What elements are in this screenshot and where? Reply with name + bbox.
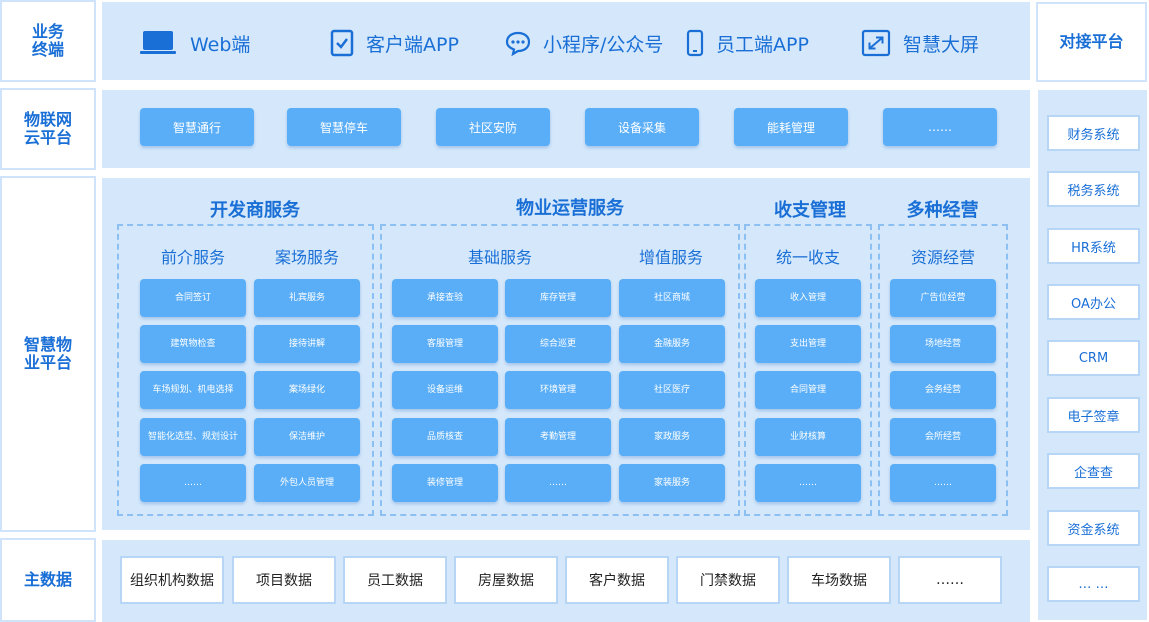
terminal-miniprogram-label: 小程序/公众号 — [543, 33, 664, 56]
unified-cell[interactable]: …… — [755, 464, 861, 502]
iot-item-smart-access[interactable]: 智慧通行 — [140, 108, 254, 146]
site-cell[interactable]: 接待讲解 — [254, 325, 360, 363]
developer-group — [117, 224, 374, 516]
dock-item[interactable]: 资金系统 — [1047, 510, 1140, 546]
terminal-big-screen-label: 智慧大屏 — [903, 33, 980, 56]
front-cell[interactable]: 智能化选型、规划设计 — [140, 418, 246, 456]
value-cell[interactable]: 家装服务 — [619, 464, 725, 502]
section-title-property: 物业运营服务 — [516, 198, 624, 219]
row-label-master-text: 主数据 — [23, 570, 72, 589]
basic-cell[interactable]: 综合巡更 — [505, 325, 611, 363]
unified-cell[interactable]: 收入管理 — [755, 279, 861, 317]
expand-icon — [861, 29, 891, 57]
terminal-miniprogram[interactable]: 小程序/公众号 — [505, 28, 663, 58]
tablet-icon — [330, 29, 354, 57]
site-cell[interactable]: 保洁维护 — [254, 418, 360, 456]
unified-cell[interactable]: 合同管理 — [755, 371, 861, 409]
terminal-client-app-label: 客户端APP — [366, 33, 459, 56]
sub-title-value: 增值服务 — [638, 248, 703, 267]
iot-panel — [102, 90, 1030, 168]
value-cell[interactable]: 社区医疗 — [619, 371, 725, 409]
row-label-smart: 智慧物 业平台 — [0, 176, 96, 532]
dock-item[interactable]: 电子签章 — [1047, 397, 1140, 433]
row-label-smart-text: 智慧物 业平台 — [23, 335, 72, 372]
basic-cell[interactable]: 装修管理 — [392, 464, 498, 502]
terminal-panel — [102, 2, 1030, 80]
unified-cell[interactable]: 支出管理 — [755, 325, 861, 363]
sub-title-basic: 基础服务 — [467, 248, 532, 267]
value-cell[interactable]: 家政服务 — [619, 418, 725, 456]
dock-title: 对接平台 — [1059, 32, 1124, 51]
property-group — [380, 224, 740, 516]
terminal-web[interactable]: Web端 — [138, 28, 250, 58]
dock-item[interactable]: 企查查 — [1047, 453, 1140, 489]
sub-title-site: 案场服务 — [274, 248, 339, 267]
master-data-item[interactable]: 组织机构数据 — [120, 556, 224, 604]
terminal-client-app[interactable]: 客户端APP — [330, 28, 459, 58]
terminal-big-screen[interactable]: 智慧大屏 — [861, 28, 979, 58]
chat-icon — [505, 31, 531, 56]
iot-item-more[interactable]: …… — [883, 108, 997, 146]
sub-title-front: 前介服务 — [160, 248, 225, 267]
front-cell[interactable]: 车场规划、机电选择 — [140, 371, 246, 409]
terminal-web-label: Web端 — [190, 33, 251, 56]
section-title-developer: 开发商服务 — [210, 200, 300, 221]
site-cell[interactable]: 礼宾服务 — [254, 279, 360, 317]
resource-cell[interactable]: …… — [890, 464, 996, 502]
value-cell[interactable]: 社区商城 — [619, 279, 725, 317]
laptop-icon — [140, 31, 176, 54]
basic-cell[interactable]: …… — [505, 464, 611, 502]
master-data-item[interactable]: 员工数据 — [343, 556, 447, 604]
value-cell[interactable]: 金融服务 — [619, 325, 725, 363]
sub-title-unified: 统一收支 — [775, 248, 840, 267]
section-title-finance: 收支管理 — [774, 200, 846, 221]
master-data-item[interactable]: 房屋数据 — [454, 556, 558, 604]
site-cell[interactable]: 外包人员管理 — [254, 464, 360, 502]
section-title-business: 多种经营 — [906, 200, 979, 221]
front-cell[interactable]: …… — [140, 464, 246, 502]
dock-item[interactable]: HR系统 — [1047, 228, 1140, 264]
basic-cell[interactable]: 品质核查 — [392, 418, 498, 456]
basic-cell[interactable]: 库存管理 — [505, 279, 611, 317]
dock-item[interactable]: OA办公 — [1047, 284, 1140, 320]
resource-cell[interactable]: 会务经营 — [890, 371, 996, 409]
master-data-item[interactable]: 门禁数据 — [676, 556, 780, 604]
dock-item[interactable]: … … — [1047, 566, 1140, 602]
basic-cell[interactable]: 考勤管理 — [505, 418, 611, 456]
unified-cell[interactable]: 业财核算 — [755, 418, 861, 456]
iot-item-smart-parking[interactable]: 智慧停车 — [287, 108, 401, 146]
site-cell[interactable]: 案场绿化 — [254, 371, 360, 409]
terminal-staff-app[interactable]: 员工端APP — [686, 28, 809, 58]
resource-cell[interactable]: 会所经营 — [890, 418, 996, 456]
resource-cell[interactable]: 场地经营 — [890, 325, 996, 363]
basic-cell[interactable]: 环境管理 — [505, 371, 611, 409]
row-label-iot: 物联网 云平台 — [0, 88, 96, 170]
master-data-item[interactable]: 项目数据 — [232, 556, 336, 604]
basic-cell[interactable]: 设备运维 — [392, 371, 498, 409]
resource-cell[interactable]: 广告位经营 — [890, 279, 996, 317]
sub-title-resource: 资源经营 — [910, 248, 975, 267]
iot-item-energy-management[interactable]: 能耗管理 — [734, 108, 848, 146]
dock-title-box: 对接平台 — [1036, 2, 1147, 82]
row-label-terminal-text: 业务 终端 — [31, 22, 64, 59]
front-cell[interactable]: 合同签订 — [140, 279, 246, 317]
dock-item[interactable]: 财务系统 — [1047, 115, 1140, 151]
master-data-item[interactable]: 客户数据 — [565, 556, 669, 604]
row-label-master: 主数据 — [0, 538, 96, 622]
master-data-item[interactable]: 车场数据 — [787, 556, 891, 604]
iot-item-community-security[interactable]: 社区安防 — [436, 108, 550, 146]
terminal-staff-app-label: 员工端APP — [716, 33, 809, 56]
business-group — [878, 224, 1008, 516]
dock-item[interactable]: 税务系统 — [1047, 171, 1140, 207]
front-cell[interactable]: 建筑物检查 — [140, 325, 246, 363]
finance-group — [744, 224, 872, 516]
master-data-item[interactable]: …… — [898, 556, 1002, 604]
basic-cell[interactable]: 客服管理 — [392, 325, 498, 363]
row-label-terminal: 业务 终端 — [0, 0, 96, 82]
row-label-iot-text: 物联网 云平台 — [23, 110, 72, 147]
basic-cell[interactable]: 承接查验 — [392, 279, 498, 317]
dock-item[interactable]: CRM — [1047, 340, 1140, 376]
phone-icon — [686, 29, 704, 57]
iot-item-device-collection[interactable]: 设备采集 — [585, 108, 699, 146]
